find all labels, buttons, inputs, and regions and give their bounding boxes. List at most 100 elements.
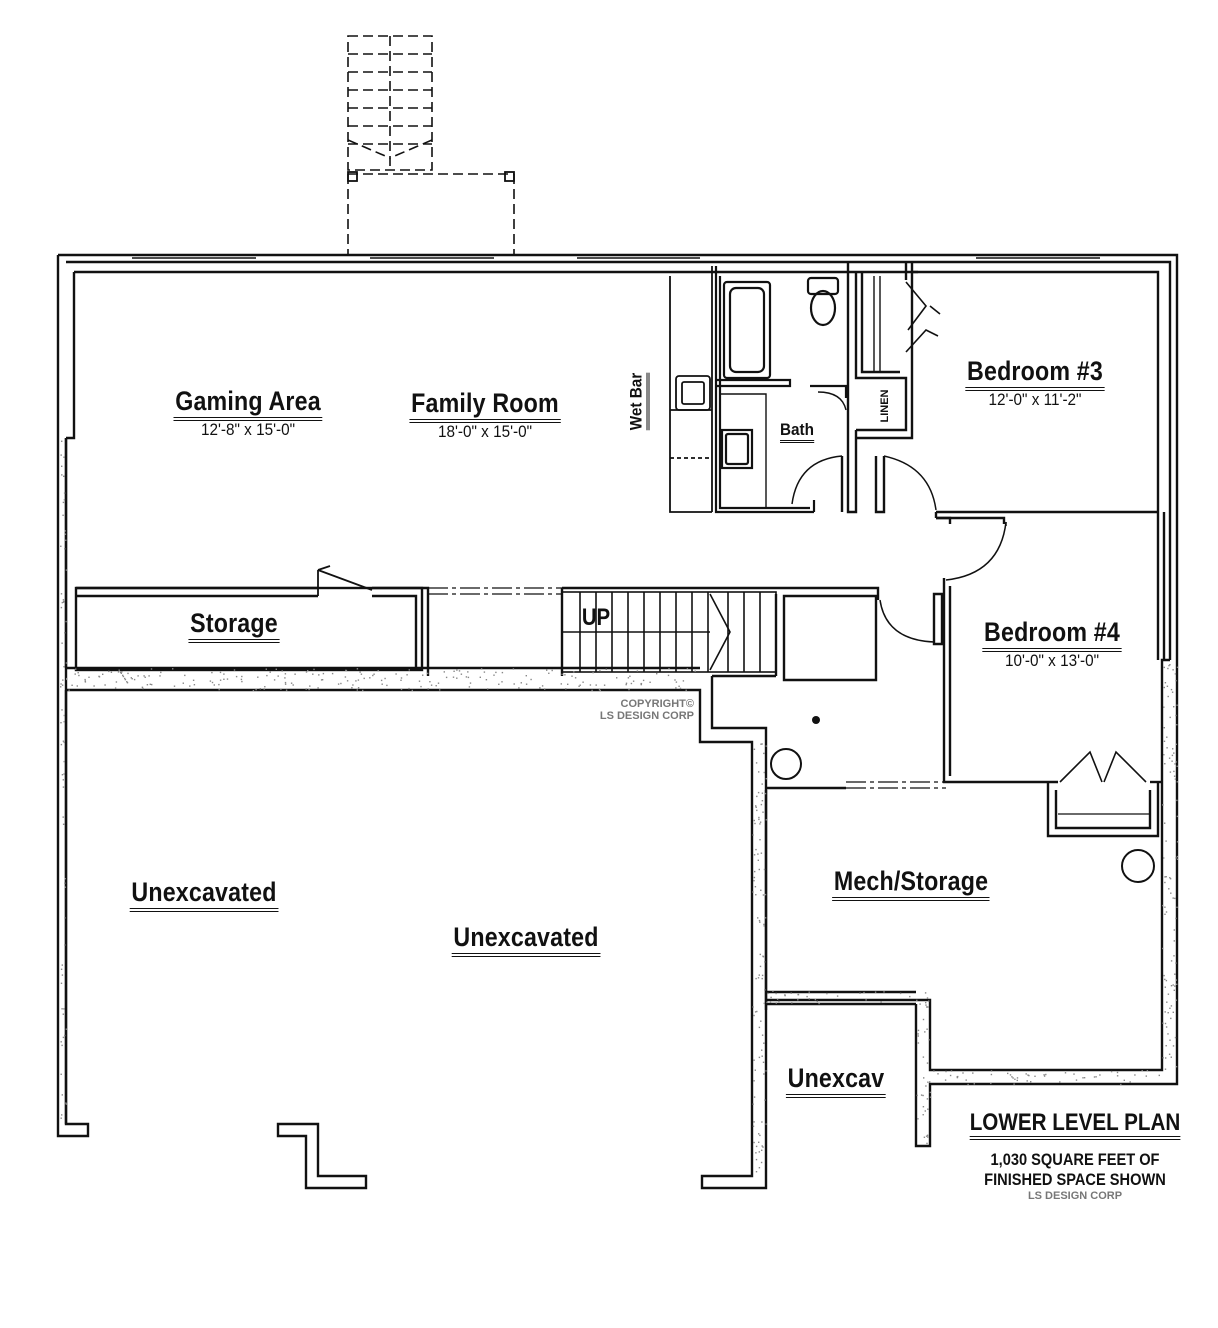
speckle-dot [917, 1029, 920, 1032]
room-name: Bedroom #4 [982, 617, 1122, 652]
speckle-dot [761, 1049, 763, 1051]
speckle-dot [1163, 706, 1165, 708]
speckle-dot [551, 669, 553, 672]
speckle-dot [1172, 897, 1174, 899]
speckle-dot [518, 687, 520, 689]
speckle-dot [753, 1014, 755, 1017]
speckle-dot [760, 852, 763, 854]
speckle-dot [1141, 1070, 1143, 1072]
speckle-dot [62, 599, 65, 601]
speckle-dot [512, 668, 515, 670]
speckle-dot [775, 992, 777, 995]
speckle-dot [284, 681, 287, 684]
speckle-dot [762, 955, 764, 957]
speckle-dot [218, 688, 220, 691]
speckle-dot [63, 492, 66, 494]
speckle-dot [598, 689, 601, 691]
speckle-dot [61, 474, 63, 476]
speckle-dot [603, 684, 606, 686]
speckle-dot [753, 876, 756, 879]
speckle-dot [927, 1006, 929, 1008]
speckle-dot [352, 684, 354, 686]
speckle-dot [60, 982, 63, 984]
speckle-dot [764, 989, 766, 991]
speckle-dot [1012, 1077, 1014, 1079]
speckle-dot [797, 993, 799, 996]
speckle-dot [628, 688, 630, 691]
speckle-dot [763, 1042, 765, 1044]
speckle-dot [1167, 667, 1169, 670]
speckle-dot [925, 1135, 928, 1137]
speckle-dot [456, 669, 458, 671]
speckle-dot [277, 675, 279, 677]
speckle-dot [632, 680, 635, 682]
speckle-dot [595, 684, 597, 686]
speckle-dot [60, 722, 62, 724]
speckle-dot [60, 1073, 62, 1075]
plan-legend: LOWER LEVEL PLAN 1,030 SQUARE FEET OF FI… [953, 1110, 1198, 1202]
speckle-dot [761, 743, 763, 745]
speckle-dot [863, 991, 865, 994]
speckle-dot [1173, 770, 1175, 773]
speckle-dot [114, 687, 117, 689]
speckle-dot [525, 683, 528, 685]
legend-line-2: FINISHED SPACE SHOWN [984, 1170, 1166, 1189]
speckle-dot [98, 675, 100, 678]
linen-label: LINEN [879, 389, 891, 423]
speckle-dot [362, 689, 364, 692]
speckle-dot [318, 674, 320, 676]
speckle-dot [84, 681, 87, 683]
speckle-dot [765, 1070, 767, 1072]
speckle-dot [763, 868, 766, 871]
speckle-dot [636, 670, 639, 672]
speckle-dot [65, 539, 67, 541]
speckle-dot [467, 676, 470, 679]
speckle-dot [929, 1096, 932, 1098]
speckle-dot [1146, 1070, 1149, 1072]
speckle-dot [124, 678, 127, 681]
speckle-dot [344, 676, 347, 678]
room-name: Bedroom #3 [965, 356, 1105, 391]
speckle-dot [377, 670, 379, 672]
speckle-dot [759, 821, 762, 823]
speckle-dot [1175, 714, 1177, 717]
speckle-dot [189, 685, 191, 687]
room-name: Bath [779, 420, 815, 443]
speckle-dot [1170, 1005, 1173, 1007]
speckle-dot [685, 689, 687, 691]
speckle-dot [458, 670, 461, 672]
speckle-dot [764, 893, 767, 896]
speckle-dot [345, 669, 348, 672]
speckle-dot [933, 1070, 935, 1072]
speckle-dot [322, 672, 325, 675]
speckle-dot [1082, 1077, 1084, 1079]
speckle-dot [148, 675, 150, 677]
speckle-dot [769, 1001, 772, 1003]
speckle-dot [1170, 960, 1173, 962]
speckle-dot [60, 593, 63, 595]
speckle-dot [439, 689, 441, 691]
storage-label: Storage [181, 608, 287, 643]
speckle-dot [752, 1125, 755, 1127]
speckle-dot [765, 745, 767, 747]
speckle-dot [467, 671, 469, 673]
speckle-dot [561, 673, 563, 675]
speckle-dot [226, 678, 229, 680]
speckle-dot [219, 679, 222, 681]
speckle-dot [60, 968, 63, 970]
speckle-dot [759, 965, 762, 968]
speckle-dot [755, 894, 757, 896]
speckle-dot [541, 685, 544, 687]
speckle-dot [564, 674, 566, 676]
speckle-dot [60, 545, 62, 547]
mech-storage-label: Mech/Storage [819, 866, 1002, 901]
speckle-dot [408, 669, 410, 671]
speckle-dot [264, 686, 266, 688]
speckle-dot [668, 668, 670, 670]
speckle-dot [292, 684, 294, 686]
speckle-dot [313, 668, 315, 671]
speckle-dot [305, 671, 308, 673]
speckle-dot [924, 1110, 926, 1112]
speckle-dot [115, 681, 118, 683]
speckle-dot [944, 1079, 947, 1081]
